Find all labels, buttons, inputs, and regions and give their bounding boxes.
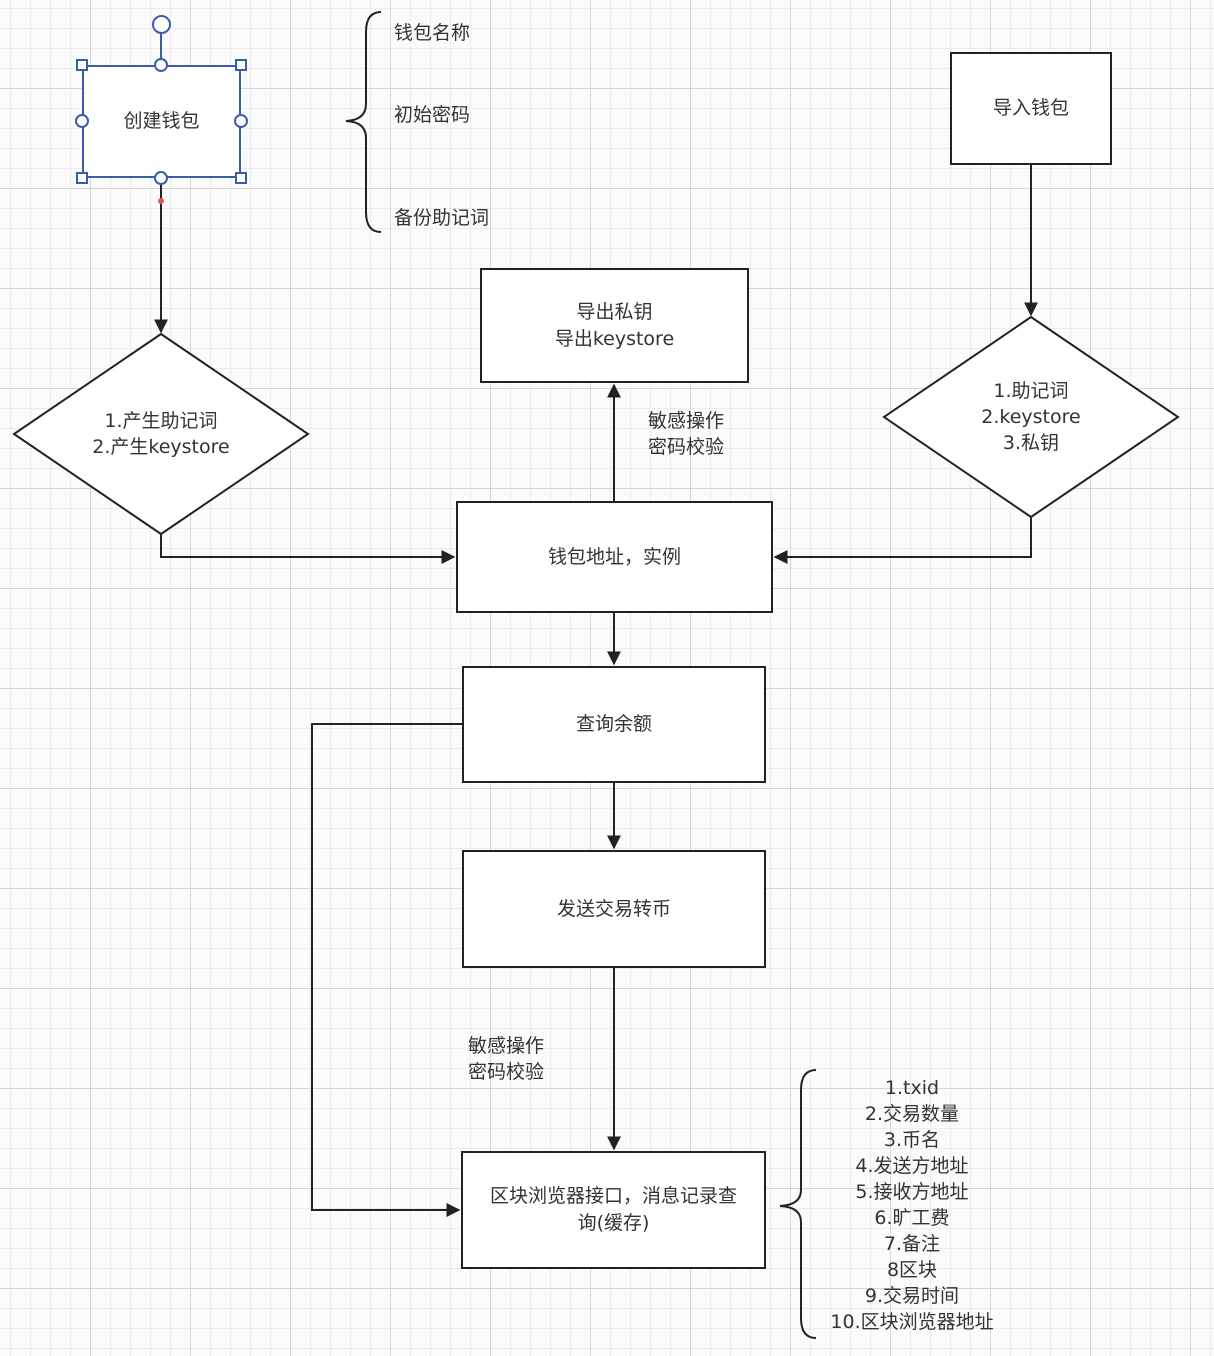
- tx-field-item: 7.备注: [883, 1233, 941, 1255]
- block-explorer-node[interactable]: 区块浏览器接口，消息记录查 询(缓存): [461, 1151, 766, 1269]
- tx-field-item: 3.币名: [883, 1129, 941, 1151]
- import-wallet-node[interactable]: 导入钱包: [950, 52, 1112, 165]
- sensitive-op-upper-line-2: 密码校验: [648, 436, 725, 458]
- sensitive-op-upper-line-1: 敏感操作: [648, 410, 725, 432]
- resize-handle-top-left[interactable]: [76, 59, 88, 71]
- generate-line-1: 1.产生助记词: [104, 410, 218, 432]
- tx-field-item: 8区块: [886, 1259, 938, 1281]
- tx-field-item: 2.交易数量: [864, 1103, 960, 1125]
- tx-field-item: 9.交易时间: [864, 1285, 960, 1307]
- resize-handle-top-right[interactable]: [235, 59, 247, 71]
- send-transaction-node[interactable]: 发送交易转币: [462, 850, 766, 968]
- generate-line-2: 2.产生keystore: [92, 436, 230, 458]
- block-explorer-line-2: 询(缓存): [577, 1212, 650, 1234]
- query-balance-label: 查询余额: [575, 713, 652, 735]
- export-key-node[interactable]: 导出私钥 导出keystore: [480, 268, 749, 383]
- tx-fields-list: 1.txid 2.交易数量 3.币名 4.发送方地址 5.接收方地址 6.旷工费…: [812, 1075, 1012, 1335]
- connect-handle-bottom[interactable]: [154, 171, 168, 185]
- connect-handle-right[interactable]: [234, 114, 248, 128]
- arrow-options-to-address: [773, 517, 1032, 564]
- tx-field-item: 6.旷工费: [874, 1207, 950, 1229]
- import-wallet-label: 导入钱包: [992, 97, 1069, 119]
- sensitive-op-lower-line-2: 密码校验: [468, 1061, 545, 1083]
- resize-handle-bottom-left[interactable]: [76, 172, 88, 184]
- connect-handle-left[interactable]: [75, 114, 89, 128]
- import-option-keystore: 2.keystore: [981, 406, 1081, 428]
- export-key-line-1: 导出私钥: [576, 300, 653, 323]
- import-options-text: 1.助记词 2.keystore 3.私钥: [911, 378, 1151, 456]
- resize-handle-bottom-right[interactable]: [235, 172, 247, 184]
- connect-handle-top[interactable]: [154, 58, 168, 72]
- tx-field-item: 5.接收方地址: [855, 1181, 969, 1203]
- send-transaction-label: 发送交易转币: [556, 897, 671, 920]
- sensitive-op-lower-line-1: 敏感操作: [468, 1035, 545, 1057]
- wallet-address-label: 钱包地址，实例: [547, 545, 681, 568]
- block-explorer-line-1: 区块浏览器接口，消息记录查: [489, 1185, 737, 1207]
- tx-field-item: 1.txid: [884, 1077, 940, 1099]
- rotate-handle[interactable]: [152, 15, 171, 34]
- tx-field-item: 10.区块浏览器地址: [830, 1311, 994, 1333]
- create-fields-brace: [345, 11, 382, 233]
- create-wallet-label: 创建钱包: [123, 110, 200, 132]
- import-option-private-key: 3.私钥: [1002, 432, 1060, 454]
- arrow-balance-to-explorer: [311, 723, 462, 1217]
- create-field-name: 钱包名称: [394, 22, 471, 44]
- connection-point-dot: [158, 198, 164, 204]
- query-balance-node[interactable]: 查询余额: [462, 666, 766, 783]
- tx-field-item: 4.发送方地址: [855, 1155, 969, 1177]
- generate-diamond-text: 1.产生助记词 2.产生keystore: [40, 408, 282, 460]
- create-field-mnemonic: 备份助记词: [394, 207, 490, 229]
- import-option-mnemonic: 1.助记词: [993, 380, 1069, 402]
- arrow-generate-to-address: [160, 534, 456, 564]
- export-key-line-2: 导出keystore: [554, 327, 675, 350]
- tx-fields-brace: [779, 1069, 817, 1339]
- create-field-password: 初始密码: [394, 104, 471, 126]
- wallet-address-node[interactable]: 钱包地址，实例: [456, 501, 773, 613]
